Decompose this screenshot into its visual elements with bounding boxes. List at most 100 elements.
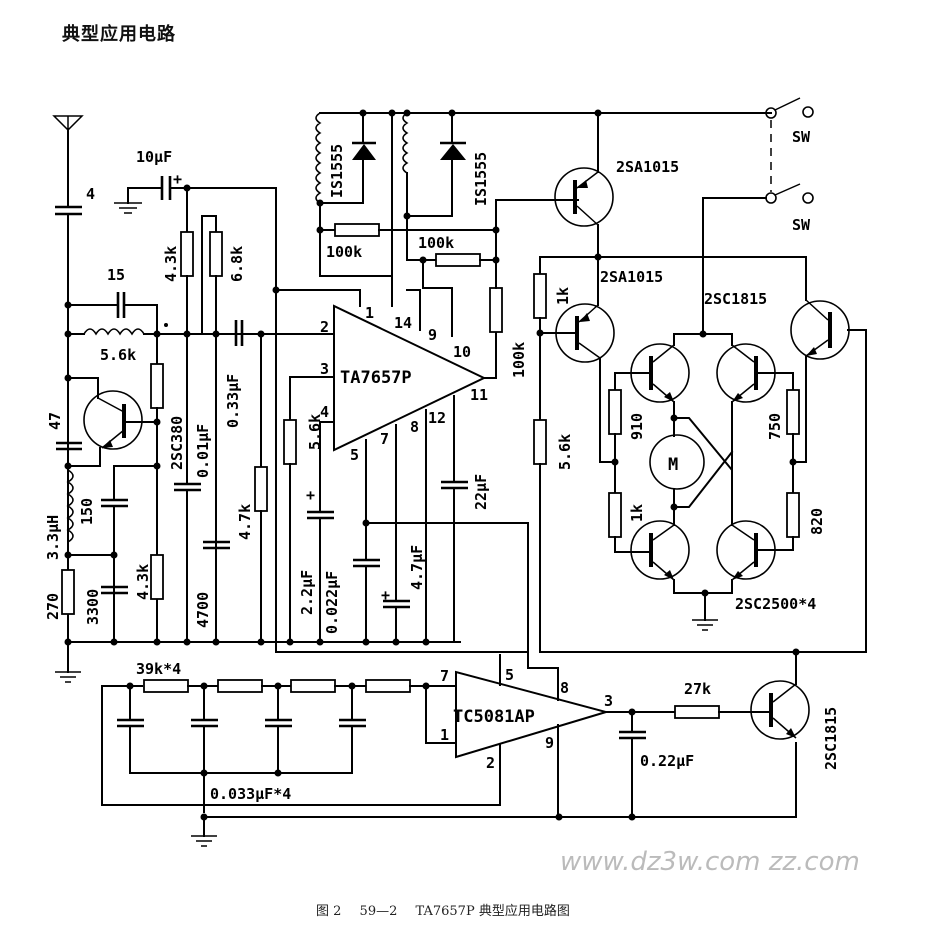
caption-num: 59—2 [359,904,398,919]
resistor-1k-top [533,273,547,319]
resistor-910 [608,389,622,435]
label-c47: 47 [46,412,64,430]
inductor-3.3uh [66,469,74,543]
ground-icon-2 [55,671,81,683]
label-2sc1815: 2SC1815 [704,290,767,308]
resistor-39k-2 [217,679,263,693]
pin-2: 2 [320,318,329,336]
transistor-2sc1815-right [790,299,850,360]
pin-8: 8 [410,418,419,436]
resistor-820 [786,492,800,538]
label-r820: 820 [808,508,826,535]
resistor-100k-v [489,287,503,333]
label-r100k-b: 100k [418,234,454,252]
resistor-5.6k-ic [283,419,297,465]
pin-5: 5 [350,446,359,464]
ic-ta7657p-label: TA7657P [340,368,412,388]
label-r4.7k: 4.7k [236,504,254,540]
transistor-2sa1015-top [554,167,614,227]
resistor-4.3k-top [180,231,194,277]
capacitor-4 [55,205,82,216]
label-c3300: 3300 [84,589,102,625]
ic-tc5081ap-label: TC5081AP [453,707,535,727]
label-c150: 150 [78,498,96,525]
diode-is1555-a [319,112,376,204]
label-r750: 750 [766,413,784,440]
ground-icon-4 [191,835,217,847]
label-r5.6k-ic: 5.6k [306,414,324,450]
label-c0.033uf: 0.033μF*4 [210,785,291,803]
label-diode-a: IS1555 [328,144,346,198]
label-c2.2uf: 2.2μF [298,570,316,615]
tc-pin-7: 7 [440,667,449,685]
label-r39k: 39k*4 [136,660,181,678]
transistor-2sc380 [83,390,143,450]
label-diode-b: IS1555 [472,152,490,206]
switch-sw2[interactable] [765,183,814,204]
antenna-icon [52,115,84,132]
label-r270: 270 [44,593,62,620]
resistor-39k-3 [290,679,336,693]
pin-11: 11 [470,386,488,404]
label-c0.22uf: 0.22μF [640,752,694,770]
plus-sign-4.7uf: + [381,586,390,604]
label-r5.6k-tuner: 5.6k [100,346,136,364]
watermark-text: www.dz3w.com zz.com [560,847,860,877]
resistor-27k [674,705,720,719]
label-c0.33uf: 0.33μF [224,374,242,428]
label-2sc380: 2SC380 [168,416,186,470]
label-l3.3uh: 3.3μH [44,515,62,560]
tc-pin-3: 3 [604,692,613,710]
transistor-bridge-bl [630,520,690,581]
resistor-5.6k-tuner [150,363,164,409]
resistor-39k-1 [143,679,189,693]
plus-sign-10uf: + [173,170,182,188]
label-sw1: SW [792,128,811,146]
switch-sw1[interactable] [765,97,814,119]
caption-fig: 图 2 [316,904,342,919]
resistor-4.7k [254,466,268,512]
label-c10uf: 10μF [136,148,172,166]
label-r910: 910 [628,413,646,440]
resistor-100k-a [334,223,380,237]
tc-pin-2: 2 [486,754,495,772]
pin-14: 14 [394,314,412,332]
label-r6.8k: 6.8k [228,246,246,282]
ic-tc5081ap [455,670,610,759]
page-heading: 典型应用电路 [62,24,176,45]
pin-9: 9 [428,326,437,344]
resistor-1k-low [608,492,622,538]
motor-icon [649,434,705,490]
resistor-5.6k-driver [533,419,547,465]
label-r4.3k-top: 4.3k [162,246,180,282]
coil-1 [315,112,322,204]
resistor-270 [61,569,75,615]
label-2sa1015-top: 2SA1015 [616,158,679,176]
label-r1k-top: 1k [554,287,572,305]
label-bridge: 2SC2500*4 [735,595,816,613]
label-c0.01uf: 0.01μF [194,424,212,478]
label-r27k: 27k [684,680,711,698]
tc-pin-1: 1 [440,726,449,744]
pin-4: 4 [320,403,329,421]
pin-1: 1 [365,304,374,322]
tc-pin-8: 8 [560,679,569,697]
label-c4.7uf: 4.7μF [408,545,426,590]
ground-icon-1 [114,202,142,214]
label-r5.6k-driver: 5.6k [556,434,574,470]
label-sw2: SW [792,216,811,234]
label-c22uf: 22μF [472,474,490,510]
label-c4: 4 [86,185,95,203]
resistor-4.3k-bottom [150,554,164,600]
label-c15: 15 [107,266,125,284]
plus-sign-2.2uf: + [306,486,315,504]
label-2sa1015-mid: 2SA1015 [600,268,663,286]
label-c0.022uf: 0.022μF [323,571,341,634]
label-motor: M [668,455,678,475]
ground-icon-3 [692,619,718,631]
label-r100k-a: 100k [326,243,362,261]
label-c4700: 4700 [194,592,212,628]
tc-pin-5: 5 [505,666,514,684]
label-2sc1815-out: 2SC1815 [822,707,840,770]
resistor-6.8k [209,231,223,277]
